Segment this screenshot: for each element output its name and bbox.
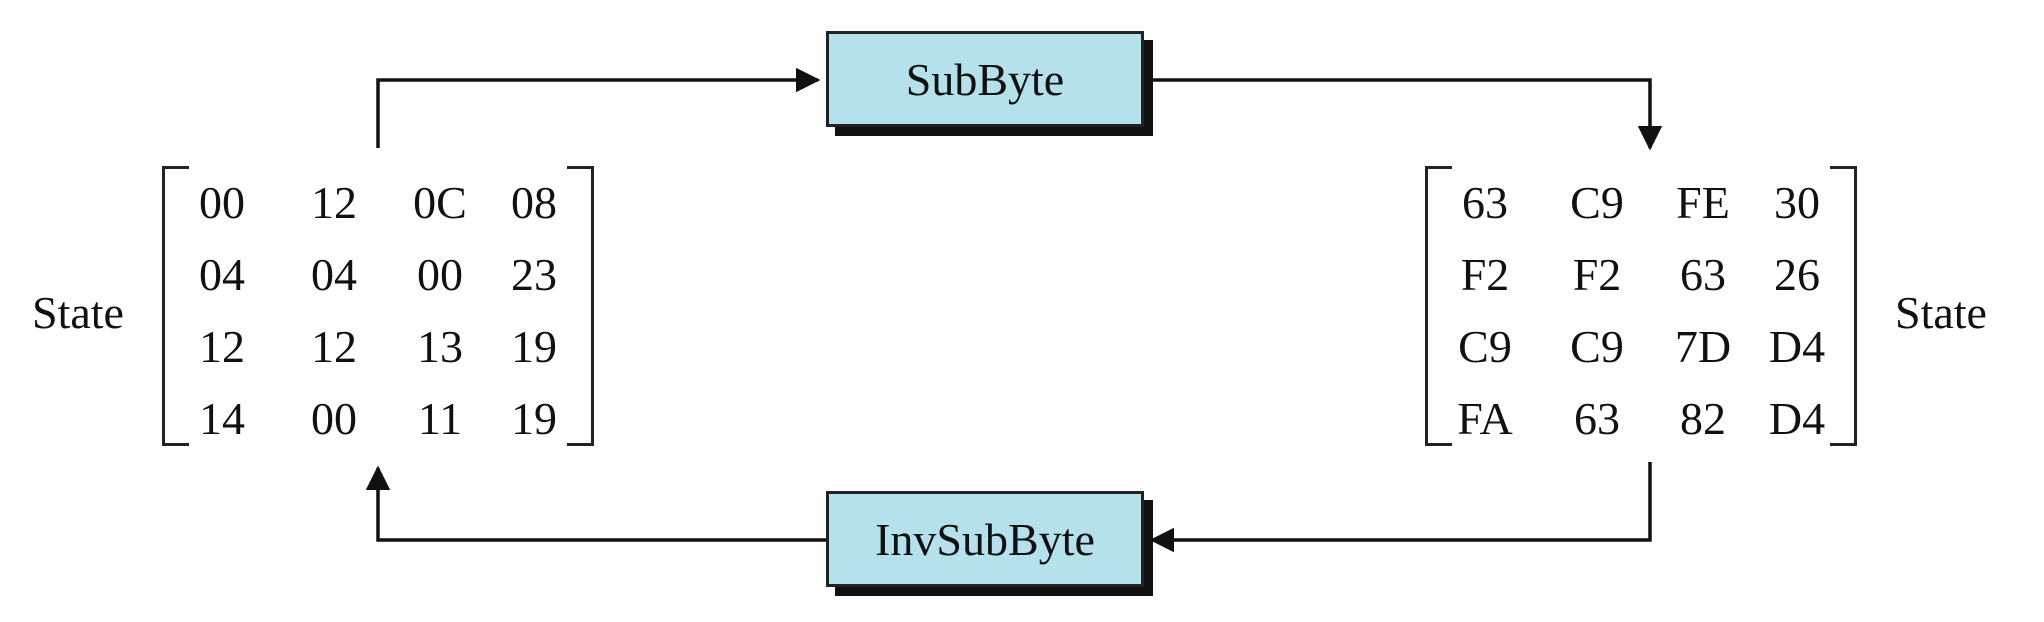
matrix-cell: C9 xyxy=(1570,321,1624,372)
right-bracket xyxy=(1830,166,1857,446)
left-bracket xyxy=(162,166,189,446)
matrix-cell: 13 xyxy=(417,321,463,372)
matrix-cell: 26 xyxy=(1774,249,1820,300)
invsubbyte-label: InvSubByte xyxy=(875,513,1095,565)
matrix-cell: 19 xyxy=(511,321,557,372)
matrix-cell: F2 xyxy=(1460,249,1510,300)
matrix-cell: C9 xyxy=(1570,177,1624,228)
matrix-cell: 11 xyxy=(417,393,463,444)
subbyte-box: SubByte xyxy=(826,31,1144,127)
matrix-cell: 00 xyxy=(417,249,463,300)
matrix-cell: 19 xyxy=(511,393,557,444)
matrix-cell: 82 xyxy=(1680,393,1726,444)
matrix-cell: 00 xyxy=(311,393,357,444)
matrix-cell: F2 xyxy=(1572,249,1622,300)
matrix-cell: FE xyxy=(1676,177,1730,228)
right-bracket xyxy=(567,166,594,446)
left-bracket xyxy=(1425,166,1452,446)
matrix-cell: 04 xyxy=(199,249,245,300)
matrix-cell: 12 xyxy=(311,321,357,372)
matrix-cell: D4 xyxy=(1768,393,1826,444)
matrix-cell: FA xyxy=(1457,393,1513,444)
matrix-cell: 0C xyxy=(413,177,467,228)
left-state-matrix: 00 12 0C 08 04 04 00 23 12 12 13 19 14 00 11 19 xyxy=(162,166,594,446)
right-state-label: State xyxy=(1895,287,1987,338)
subbyte-label: SubByte xyxy=(905,53,1065,105)
invsubbyte-box: InvSubByte xyxy=(826,491,1144,587)
matrix-cell: 23 xyxy=(511,249,557,300)
arrow-to-subbyte xyxy=(376,67,821,148)
matrix-cell: 14 xyxy=(199,393,245,444)
matrix-cell: 04 xyxy=(311,249,357,300)
matrix-cell: 63 xyxy=(1462,177,1508,228)
matrix-cell: 12 xyxy=(311,177,357,228)
matrix-cell: 08 xyxy=(511,177,557,228)
matrix-cell: C9 xyxy=(1458,321,1512,372)
matrix-cell: 12 xyxy=(199,321,245,372)
matrix-cell: D4 xyxy=(1768,321,1826,372)
matrix-cell: 63 xyxy=(1680,249,1726,300)
matrix-cell: 7D xyxy=(1674,321,1732,372)
matrix-cell: 00 xyxy=(199,177,245,228)
arrow-from-invsubbyte xyxy=(365,465,826,542)
arrow-from-subbyte xyxy=(1144,78,1663,151)
left-state-label: State xyxy=(32,287,124,338)
matrix-cell: 63 xyxy=(1574,393,1620,444)
matrix-cell: 30 xyxy=(1774,177,1820,228)
arrow-to-invsubbyte xyxy=(1149,462,1652,553)
